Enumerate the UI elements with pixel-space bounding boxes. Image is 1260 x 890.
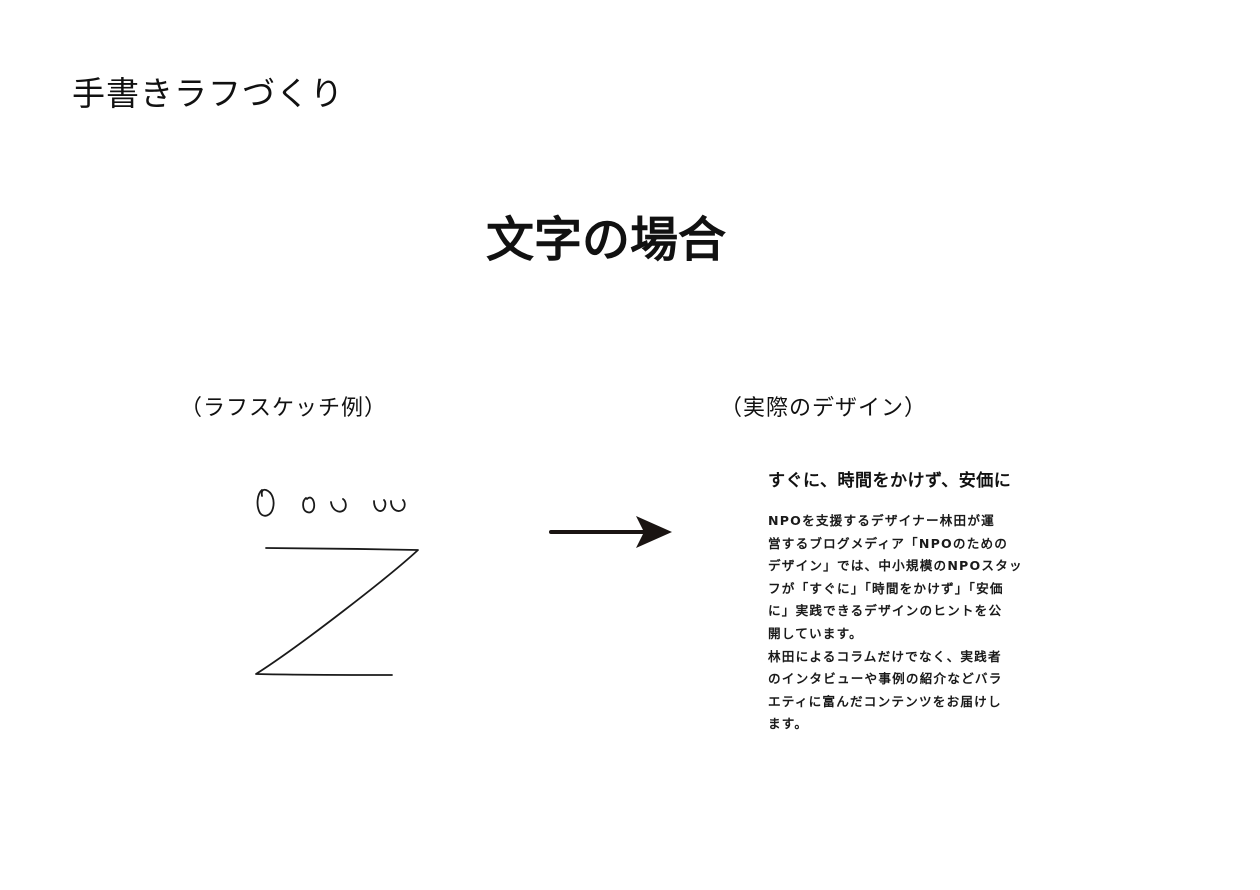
design-body-line: NPOを支援するデザイナー林田が運 <box>768 513 995 529</box>
design-body-line: のインタビューや事例の紹介などバラ <box>768 671 1003 687</box>
design-body: NPOを支援するデザイナー林田が運 営するブログメディア「NPOのための デザイ… <box>768 510 1040 736</box>
sketch-caption: （ラフスケッチ例） <box>180 396 388 421</box>
design-sample: すぐに、時間をかけず、安価に NPOを支援するデザイナー林田が運 営するブログメ… <box>768 470 1040 736</box>
rough-sketch-icon <box>255 488 419 676</box>
design-body-line: 開しています。 <box>768 626 863 642</box>
design-body-line: ます。 <box>768 716 809 732</box>
section-title: 文字の場合 <box>485 212 726 268</box>
design-body-line: 営するブログメディア「NPOのための <box>768 535 1009 551</box>
design-body-line: エティに富んだコンテンツをお届けし <box>768 693 1002 709</box>
design-caption: （実際のデザイン） <box>720 396 928 421</box>
design-body-line: デザイン」では、中小規模のNPOスタッ <box>768 558 1023 574</box>
design-body-line: 林田によるコラムだけでなく、実践者 <box>768 648 1002 664</box>
design-headline: すぐに、時間をかけず、安価に <box>768 471 1012 491</box>
right-arrow-icon <box>549 516 672 548</box>
page-heading: 手書きラフづくり <box>72 74 344 113</box>
design-body-line: に」実践できるデザインのヒントを公 <box>768 603 1003 619</box>
design-body-line: フが「すぐに」「時間をかけず」「安価 <box>768 580 1004 596</box>
